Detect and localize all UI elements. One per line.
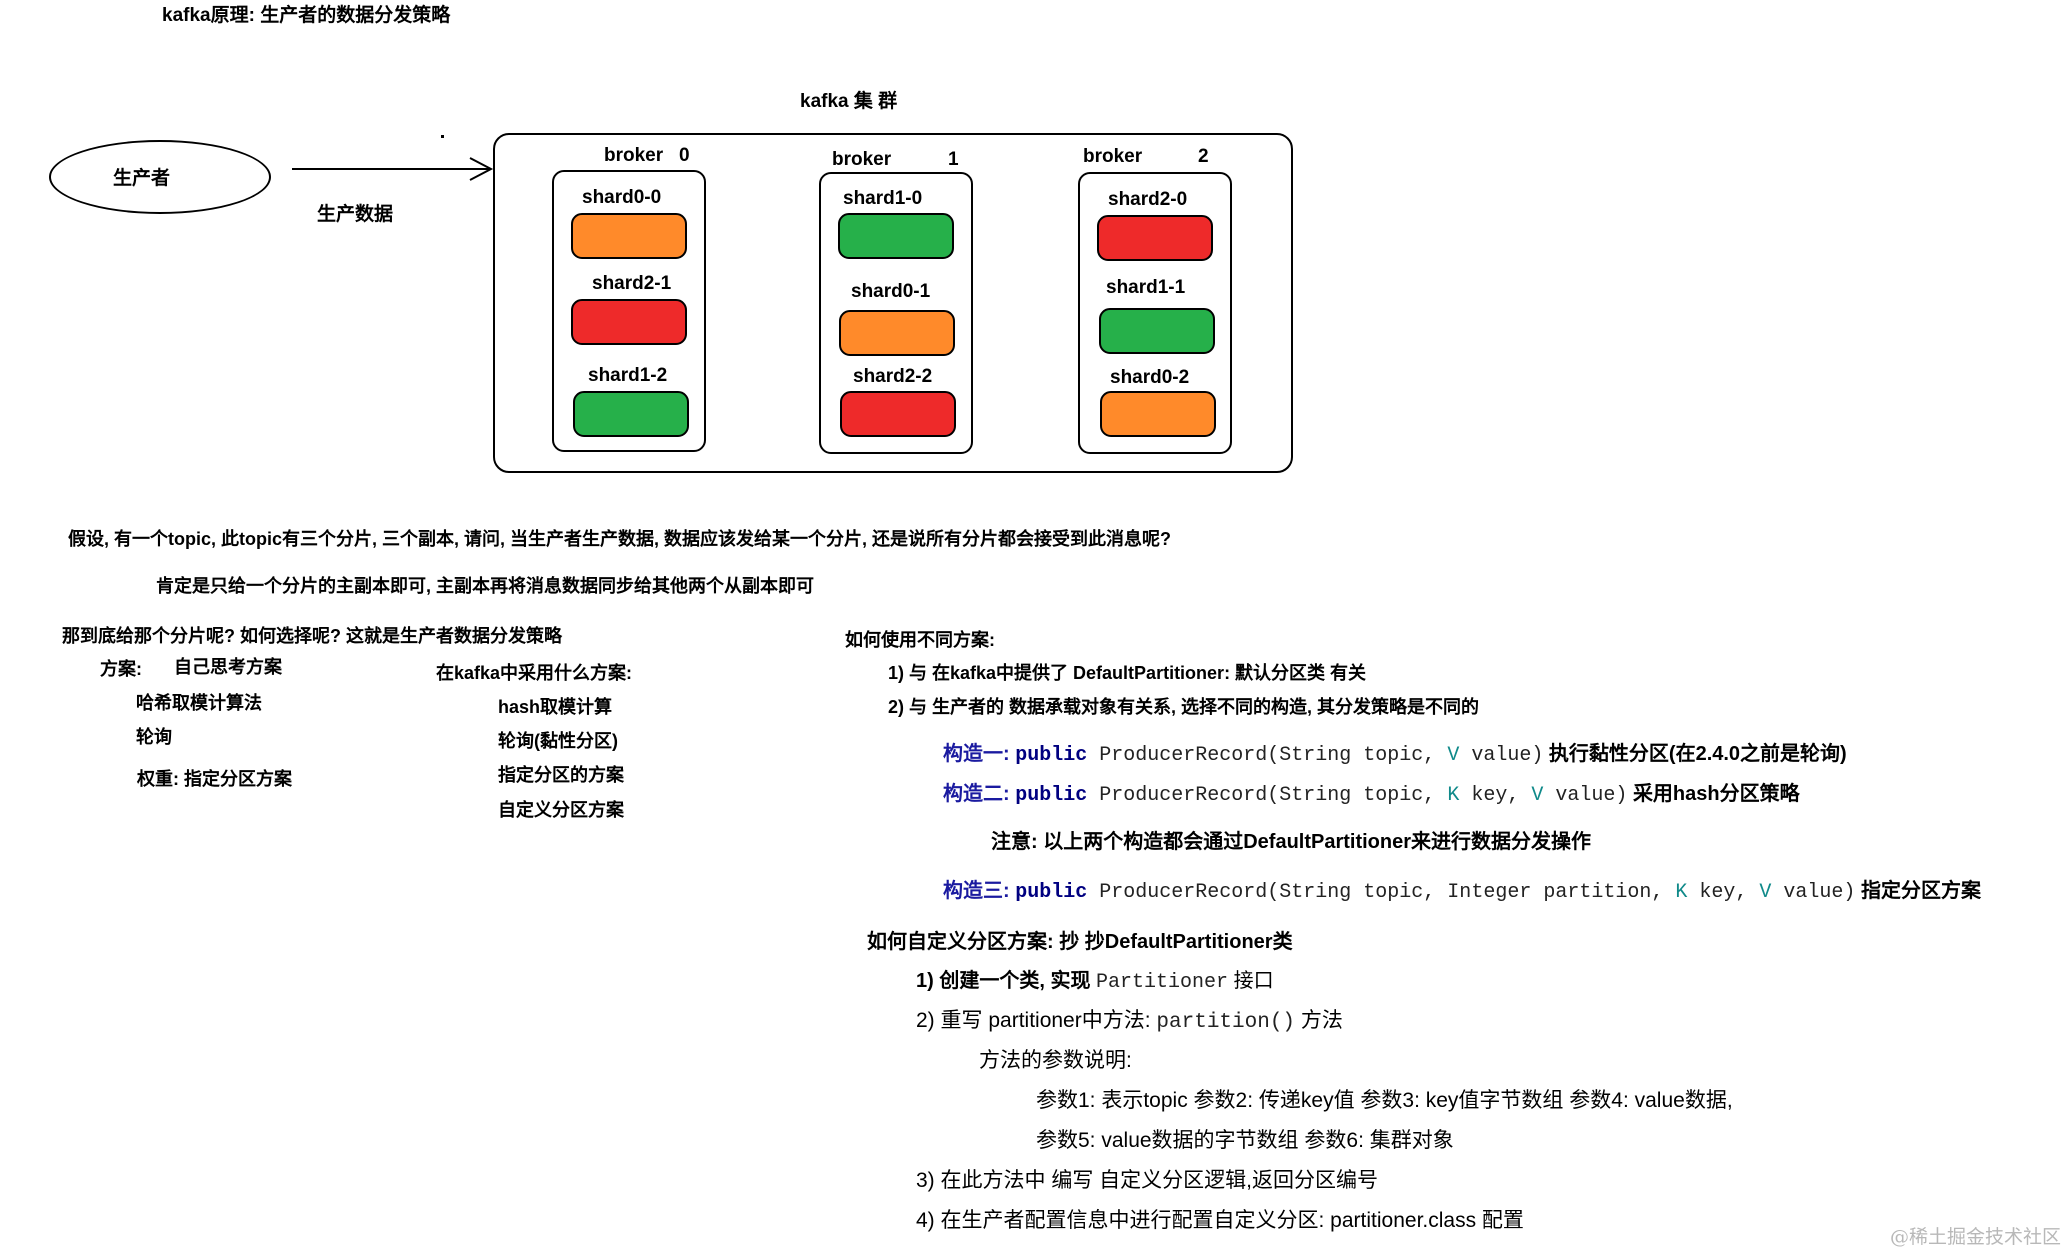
broker-number: 1 [948, 149, 959, 170]
shard-block [1097, 215, 1213, 261]
shard-block [571, 299, 687, 345]
strategy-heading: 那到底给那个分片呢? 如何选择呢? 这就是生产者数据分发策略 [62, 626, 562, 646]
params-label: 方法的参数说明: [979, 1049, 1132, 1072]
shard-label: shard1-0 [843, 188, 923, 209]
code-snippet: public ProducerRecord(String topic, V va… [1015, 744, 1544, 767]
scheme-item: 哈希取模计算法 [136, 693, 262, 713]
watermark: @稀土掘金技术社区 [1889, 1226, 2061, 1248]
shard-block [571, 213, 687, 259]
shard-label: shard0-1 [851, 281, 931, 302]
custom-step-1: 1) 创建一个类, 实现 Partitioner 接口 [916, 970, 1274, 994]
constructor-label: 构造二: [943, 783, 1010, 805]
code-snippet: public ProducerRecord(String topic, Inte… [1015, 881, 1856, 904]
shard-block [839, 310, 955, 356]
cluster-label: kafka 集 群 [800, 91, 898, 112]
broker-label: broker [832, 149, 892, 170]
shard-label: shard2-2 [853, 366, 933, 387]
broker-number: 2 [1198, 146, 1209, 167]
shard-block [840, 391, 956, 437]
answer-text: 肯定是只给一个分片的主副本即可, 主副本再将消息数据同步给其他两个从副本即可 [156, 576, 814, 596]
shard-label: shard2-0 [1108, 189, 1188, 210]
custom-step-2: 2) 重写 partitioner中方法: partition() 方法 [916, 1009, 1343, 1034]
usage-heading: 如何使用不同方案: [845, 630, 995, 650]
constructor-line: 构造二: public ProducerRecord(String topic,… [943, 784, 1800, 806]
shard-block [1100, 391, 1216, 437]
broker-0 [552, 170, 706, 452]
custom-heading: 如何自定义分区方案: 抄 抄DefaultPartitioner类 [867, 931, 1293, 953]
broker-label: broker [1083, 146, 1143, 167]
constructor-label: 构造三: [943, 880, 1010, 902]
broker-label: broker [604, 145, 664, 166]
produce-arrow [292, 157, 494, 181]
constructor-label: 构造一: [943, 743, 1010, 765]
stray-dot [441, 135, 444, 138]
arrow-label: 生产数据 [317, 204, 394, 225]
constructor-desc: 执行黏性分区(在2.4.0之前是轮询) [1548, 743, 1847, 765]
scheme-item: 自己思考方案 [174, 657, 282, 677]
constructor-line: 构造一: public ProducerRecord(String topic,… [943, 744, 1847, 766]
question-text: 假设, 有一个topic, 此topic有三个分片, 三个副本, 请问, 当生产… [68, 529, 1171, 549]
producer-label: 生产者 [113, 168, 171, 189]
kafka-schemes-heading: 在kafka中采用什么方案: [436, 663, 633, 683]
kafka-scheme-item: 轮询(黏性分区) [498, 731, 618, 751]
producer-node [49, 140, 271, 214]
kafka-scheme-item: 自定义分区方案 [498, 800, 624, 820]
constructor-desc: 指定分区方案 [1860, 880, 1981, 902]
custom-step-4: 4) 在生产者配置信息中进行配置自定义分区: partitioner.class… [916, 1209, 1524, 1232]
scheme-label: 方案: [100, 659, 142, 679]
constructor-line: 构造三: public ProducerRecord(String topic,… [943, 881, 1981, 903]
shard-label: shard0-2 [1110, 367, 1190, 388]
usage-point: 2) 与 生产者的 数据承载对象有关系, 选择不同的构造, 其分发策略是不同的 [888, 697, 1480, 717]
usage-point: 1) 与 在kafka中提供了 DefaultPartitioner: 默认分区… [888, 663, 1367, 683]
shard-block [838, 213, 954, 259]
params-line: 参数5: value数据的字节数组 参数6: 集群对象 [1036, 1129, 1454, 1152]
broker-1 [819, 172, 973, 454]
broker-2 [1078, 172, 1232, 454]
shard-label: shard0-0 [582, 187, 662, 208]
shard-block [1099, 308, 1215, 354]
broker-number: 0 [679, 145, 690, 166]
kafka-cluster [493, 133, 1293, 473]
custom-step-3: 3) 在此方法中 编写 自定义分区逻辑,返回分区编号 [916, 1169, 1379, 1192]
constructor-desc: 采用hash分区策略 [1632, 783, 1800, 805]
shard-label: shard1-2 [588, 365, 668, 386]
shard-label: shard1-1 [1106, 277, 1186, 298]
code-snippet: public ProducerRecord(String topic, K ke… [1015, 784, 1628, 807]
page-title: kafka原理: 生产者的数据分发策略 [162, 5, 451, 26]
scheme-item: 权重: 指定分区方案 [137, 769, 292, 789]
kafka-scheme-item: hash取模计算 [498, 697, 613, 717]
note-text: 注意: 以上两个构造都会通过DefaultPartitioner来进行数据分发操… [991, 831, 1592, 853]
kafka-scheme-item: 指定分区的方案 [498, 765, 624, 785]
scheme-item: 轮询 [136, 727, 172, 747]
params-line: 参数1: 表示topic 参数2: 传递key值 参数3: key值字节数组 参… [1036, 1089, 1733, 1112]
shard-label: shard2-1 [592, 273, 672, 294]
shard-block [573, 391, 689, 437]
